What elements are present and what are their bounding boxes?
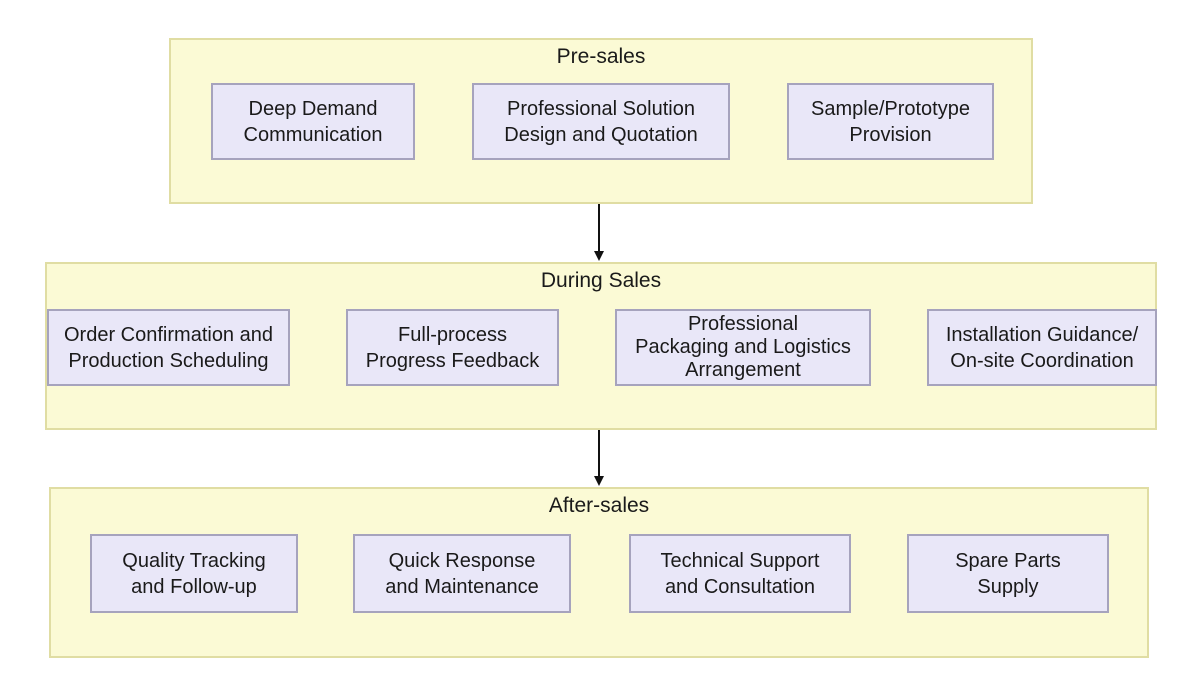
step-progress-feedback: Full-process Progress Feedback <box>346 309 559 386</box>
step-quick-response-maintenance: Quick Response and Maintenance <box>353 534 571 613</box>
step-spare-parts-supply: Spare Parts Supply <box>907 534 1109 613</box>
stage-during-sales: During Sales Order Confirmation and Prod… <box>45 262 1157 430</box>
step-packaging-logistics: Professional Packaging and Logistics Arr… <box>615 309 871 386</box>
stage-pre-sales: Pre-sales Deep Demand Communication Prof… <box>169 38 1033 204</box>
step-deep-demand-communication: Deep Demand Communication <box>211 83 415 160</box>
stage-title: Pre-sales <box>556 45 646 68</box>
step-quality-tracking: Quality Tracking and Follow-up <box>90 534 298 613</box>
step-installation-guidance: Installation Guidance/ On-site Coordinat… <box>927 309 1157 386</box>
step-order-confirmation-scheduling: Order Confirmation and Production Schedu… <box>47 309 290 386</box>
stage-title: During Sales <box>540 269 662 292</box>
stage-after-sales: After-sales Quality Tracking and Follow-… <box>49 487 1149 658</box>
step-solution-design-quotation: Professional Solution Design and Quotati… <box>472 83 730 160</box>
step-sample-prototype-provision: Sample/Prototype Provision <box>787 83 994 160</box>
stage-title: After-sales <box>548 494 650 517</box>
step-technical-support: Technical Support and Consultation <box>629 534 851 613</box>
